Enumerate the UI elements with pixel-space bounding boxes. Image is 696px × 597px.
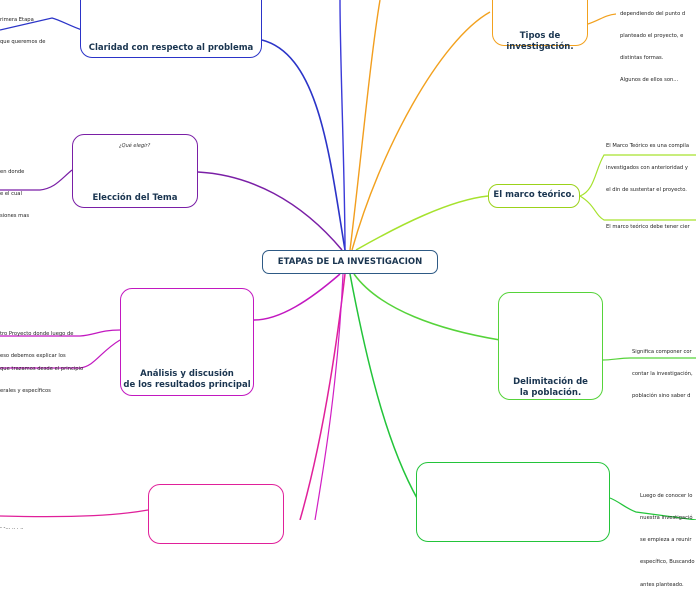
branch-claridad-connector: [261, 39, 346, 251]
branch-eleccion-connector: [197, 171, 343, 251]
branch-analisis-connector: [253, 273, 341, 321]
note-line: el din de sustentar el proyecto.: [606, 187, 687, 194]
bottom-right-note-connector: [609, 497, 696, 520]
note-line: que trazamos desde el principio: [0, 365, 84, 372]
branch-bottom-left-connector: [299, 273, 346, 520]
note-line: Algunos de ellos son...: [620, 77, 679, 84]
node-delimitacion-label-1: Delimitación de: [513, 377, 588, 387]
note-marco-2: El marco teórico debe tener cier: [606, 209, 690, 239]
note-line: El Marco Teórico es una compila: [606, 142, 689, 149]
delimitacion-note-connector: [602, 357, 696, 361]
note-line: antes planteado.: [640, 581, 684, 588]
branch-marco-connector: [355, 195, 489, 251]
note-line: específico, Buscando: [640, 559, 695, 566]
note-claridad: rimera Etapa que queremos de: [0, 2, 45, 54]
note-line: distintas formas.: [620, 55, 664, 62]
node-analisis-label-2: de los resultados principal: [123, 380, 251, 390]
note-analisis-1: tro Proyecto donde luego de eso debemos …: [0, 316, 73, 368]
note-line: rimera Etapa: [0, 16, 34, 23]
branch-top-blue-connector: [339, 0, 346, 251]
branch-bottom-right-connector: [349, 273, 419, 501]
bottom-left-note-connector: [0, 509, 149, 518]
node-analisis-label-1: Análisis y discusión: [140, 369, 234, 379]
node-marco[interactable]: El marco teórico.: [488, 184, 580, 208]
node-tipos-label: Tipos de investigación.: [506, 31, 574, 52]
node-delimitacion-label-2: la población.: [519, 388, 582, 398]
note-line: en donde: [0, 168, 25, 175]
note-line: que queremos de: [0, 39, 46, 46]
note-analisis-2: que trazamos desde el principio erales y…: [0, 351, 83, 403]
eleccion-sign: ¿Qué elegir?: [119, 143, 151, 149]
branch-tipos-connector: [349, 0, 381, 251]
node-marco-label: El marco teórico.: [493, 190, 575, 200]
note-line: - -... .. . ..: [0, 524, 24, 531]
note-eleccion: en donde e el cual siones mas: [0, 154, 29, 228]
node-bottom-right[interactable]: [416, 462, 610, 542]
note-line: e el cual: [0, 191, 22, 198]
node-claridad-label: Claridad con respecto al problema: [88, 43, 254, 53]
note-line: Luego de conocer lo: [640, 492, 693, 499]
analisis-note-connector-2: [0, 339, 121, 369]
note-line: investigados con anterioridad y: [606, 165, 688, 172]
note-line: eso debemos explicar los: [0, 353, 66, 360]
node-tipos[interactable]: Tipos de investigación.: [492, 0, 588, 52]
note-delimitacion: Significa componer cor contar la investi…: [632, 334, 693, 408]
node-eleccion[interactable]: ¿Qué elegir? Elección del Tema: [72, 134, 198, 208]
branch-delimitacion-connector: [353, 273, 501, 341]
marco-note-connector-2: [579, 195, 696, 221]
note-marco-1: El Marco Teórico es una compila investig…: [606, 128, 689, 202]
note-line: Significa componer cor: [632, 348, 692, 355]
note-bottom-left: - -... .. . ..: [0, 510, 24, 540]
note-line: siones mas: [0, 213, 30, 220]
branch-tipos-connector-2: [351, 11, 491, 251]
note-line: planteado el proyecto, e: [620, 33, 684, 40]
note-line: dependiendo del punto d: [620, 10, 686, 17]
node-analisis[interactable]: Análisis y discusión de los resultados p…: [120, 288, 254, 396]
note-bottom-right: Luego de conocer lo nuestra investigació…: [640, 478, 695, 597]
analisis-note-connector-1: [0, 329, 121, 337]
note-line: se empieza a reunir: [640, 537, 692, 544]
note-line: contar la investigación,: [632, 371, 693, 378]
root-node[interactable]: ETAPAS DE LA INVESTIGACION: [262, 250, 438, 274]
note-line: tro Proyecto donde luego de: [0, 330, 74, 337]
node-eleccion-label: Elección del Tema: [92, 193, 178, 203]
note-tipos: dependiendo del punto d planteado el pro…: [620, 0, 685, 92]
note-line: población sino saber d: [632, 393, 691, 400]
node-claridad[interactable]: Claridad con respecto al problema: [80, 0, 262, 58]
note-line: nuestra investigació: [640, 515, 693, 522]
note-line: El marco teórico debe tener cier: [606, 223, 690, 230]
note-line: erales y específicos: [0, 388, 51, 395]
node-delimitacion[interactable]: Delimitación de la población.: [498, 292, 603, 400]
tipos-note-connector: [587, 13, 617, 25]
claridad-note-connector: [0, 17, 83, 31]
marco-note-connector-1: [579, 154, 696, 197]
root-label: ETAPAS DE LA INVESTIGACION: [277, 257, 423, 267]
node-bottom-left[interactable]: [148, 484, 284, 544]
branch-extra-pink: [314, 273, 344, 520]
eleccion-note-connector: [0, 169, 73, 191]
